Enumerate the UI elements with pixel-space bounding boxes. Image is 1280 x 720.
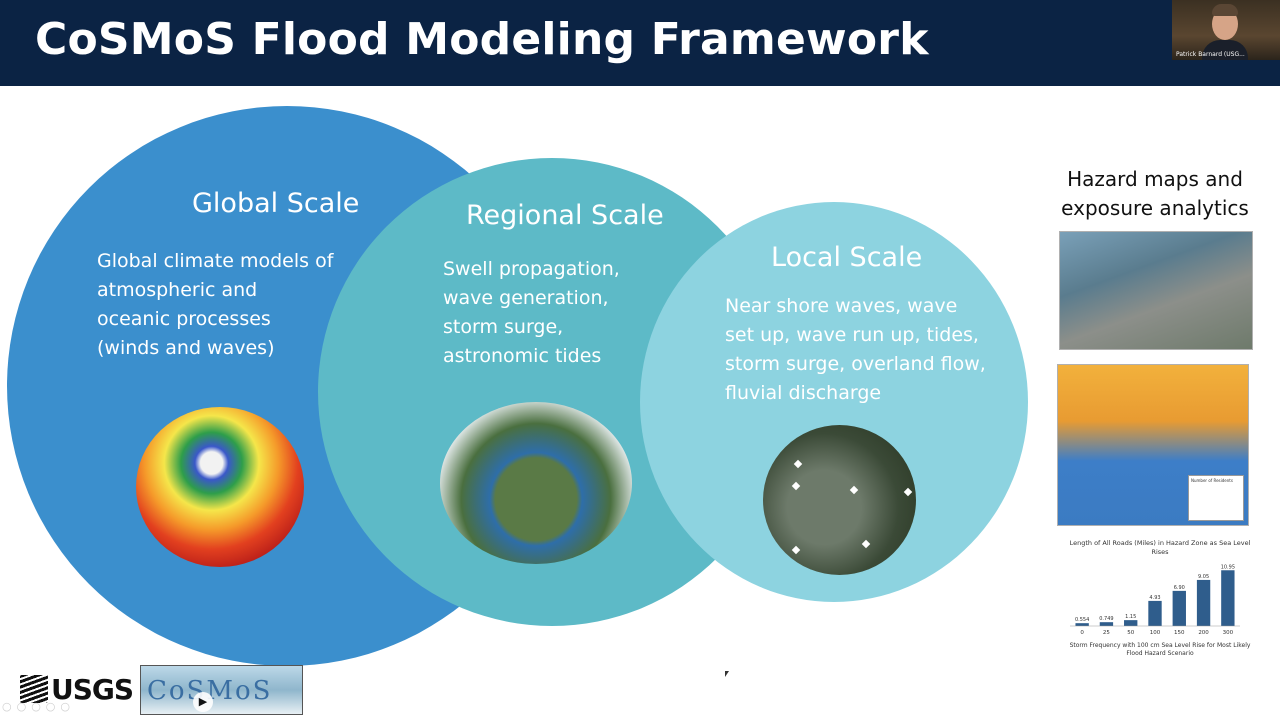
regional-line-4: astronomic tides [443,345,602,367]
local-grid-image [763,425,916,575]
chart-bar [1124,620,1138,626]
chart-tick-label: 200 [1198,630,1209,636]
global-line-2: atmospheric and [97,279,258,301]
chart-bar [1196,579,1211,626]
presenter-hair [1212,4,1238,16]
chart-value-label: 4.93 [1149,595,1160,601]
exposure-residents-map: Number of Residents [1057,364,1249,526]
chart-tick-label: 100 [1150,630,1161,636]
chart-title: Length of All Roads (Miles) in Hazard Zo… [1069,539,1251,556]
map-legend: Number of Residents [1188,475,1244,521]
chart-value-label: 6.90 [1174,585,1185,591]
chart-bar [1148,600,1162,626]
chart-tick-label: 25 [1103,630,1110,636]
chart-tick-label: 300 [1223,630,1234,636]
global-scale-heading: Global Scale [192,188,360,219]
local-line-2: set up, wave run up, tides, [725,324,979,346]
chart-xlabel: Storm Frequency with 100 cm Sea Level Ri… [1069,642,1251,657]
hazard-maps-title: Hazard maps and exposure analytics [1060,165,1250,223]
map-legend-title: Number of Residents [1191,478,1233,483]
presenter-video[interactable]: Patrick Barnard (USG... [1172,0,1280,60]
grid-marker [791,545,801,555]
hazard-title-line-1: Hazard maps and [1067,167,1243,191]
chart-value-label: 1.15 [1125,614,1136,620]
chart-value-label: 0.554 [1075,617,1089,623]
chart-tick-label: 150 [1174,630,1185,636]
chart-tick-label: 0 [1080,630,1084,636]
chart-value-label: 0.749 [1099,616,1113,622]
local-line-3: storm surge, overland flow, [725,353,986,375]
chart-bar [1099,622,1114,626]
local-line-4: fluvial discharge [725,382,882,404]
regional-scale-description: Swell propagation, wave generation, stor… [443,255,620,371]
usgs-logo: USGS [20,672,134,706]
slide-header: CoSMoS Flood Modeling Framework [0,0,1280,86]
local-scale-description: Near shore waves, wave set up, wave run … [725,292,986,408]
roads-bar-chart: 0.554 0 0.749 25 1.15 50 4.93 100 6.90 150 9.05 200… [1070,564,1240,636]
grid-marker [903,487,913,497]
usgs-logo-text: USGS [51,672,134,706]
presenter-shirt [1202,40,1248,60]
video-camera-icon[interactable]: ▶ [193,692,213,712]
grid-marker [849,485,859,495]
local-line-1: Near shore waves, wave [725,295,958,317]
regional-line-2: wave generation, [443,287,609,309]
presentation-toolbar[interactable]: ○○○○○ [2,700,75,713]
chart-value-label: 9.05 [1198,574,1209,580]
global-scale-description: Global climate models of atmospheric and… [97,247,333,363]
chart-tick-label: 50 [1127,630,1134,636]
mouse-cursor-icon [725,671,729,677]
global-line-1: Global climate models of [97,250,334,272]
hazard-aerial-map [1059,231,1253,350]
global-climate-globe-image [136,407,304,567]
slide-title: CoSMoS Flood Modeling Framework [35,14,929,65]
regional-scale-heading: Regional Scale [466,200,664,231]
regional-line-1: Swell propagation, [443,258,620,280]
chart-value-label: 10.95 [1221,564,1235,570]
global-line-4: (winds and waves) [97,337,275,359]
grid-marker [791,481,801,491]
presenter-name: Patrick Barnard (USG... [1176,51,1245,58]
global-line-3: oceanic processes [97,308,271,330]
regional-satellite-image [440,402,632,564]
grid-marker [793,459,803,469]
chart-bar [1172,590,1186,626]
chart-bar [1221,570,1235,626]
hazard-title-line-2: exposure analytics [1061,196,1249,220]
regional-line-3: storm surge, [443,316,564,338]
cosmos-logo: CoSMoS ▶ [140,665,303,715]
usgs-wave-icon [20,675,48,703]
grid-marker [861,539,871,549]
local-scale-heading: Local Scale [771,242,923,273]
chart-bar [1075,623,1089,626]
